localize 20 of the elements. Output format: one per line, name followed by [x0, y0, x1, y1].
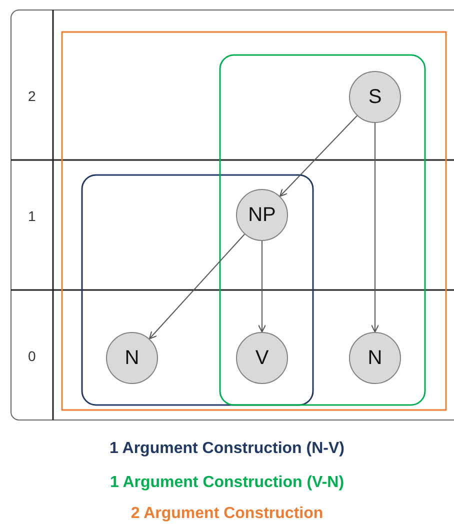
arrow: [370, 122, 380, 333]
legend-text: 2 Argument Construction: [130, 505, 324, 522]
node-label: N: [124, 346, 140, 370]
node-label: V: [255, 346, 269, 370]
arrow: [279, 115, 358, 197]
tree-node-circle: [236, 189, 288, 241]
legend-text: 1 Argument Construction (V-N): [110, 474, 344, 491]
arrow: [258, 240, 266, 333]
tree-node-circle: [349, 71, 401, 123]
tree-node-circle: [349, 332, 401, 384]
row-label: 1: [28, 208, 36, 224]
arrow: [148, 234, 245, 340]
tree-node-circle: [236, 332, 288, 384]
row-label: 0: [28, 348, 36, 364]
row-label: 2: [28, 88, 36, 104]
node-label: S: [368, 86, 382, 108]
node-label: NP: [248, 204, 276, 226]
tree-node-circle: [106, 332, 158, 384]
node-label: N: [368, 346, 382, 370]
legend-text: 1 Argument Construction (N-V): [110, 440, 344, 457]
